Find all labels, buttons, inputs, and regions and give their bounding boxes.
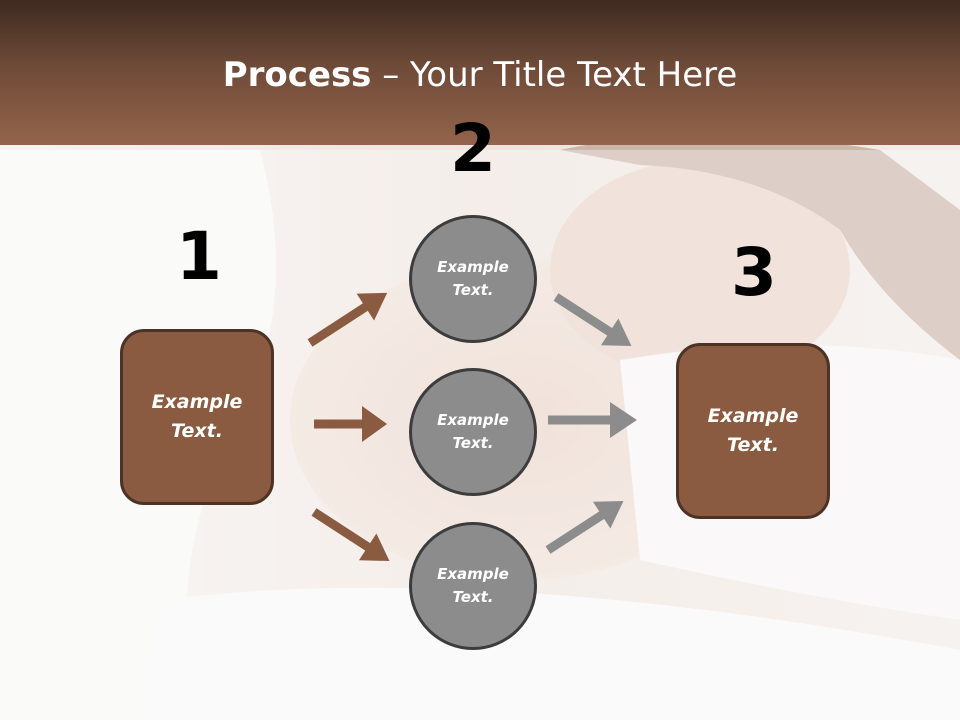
circle-bottom-text: Example Text. <box>437 565 509 606</box>
brown-arrow-down <box>311 508 390 562</box>
title-rest: – Your Title Text Here <box>371 55 738 95</box>
brown-arrow-up <box>307 292 388 347</box>
step-3-text: Example Text. <box>707 405 799 456</box>
brown-arrow-right <box>314 406 387 442</box>
step-2-circle-bottom: Example Text. <box>409 522 537 650</box>
step-1-box: Example Text. <box>120 329 274 505</box>
circle-middle-text: Example Text. <box>437 411 509 452</box>
title-bold: Process <box>222 55 372 95</box>
step-3-box: Example Text. <box>676 343 830 519</box>
step-2-circle-top: Example Text. <box>409 215 537 343</box>
gray-arrow-up <box>545 500 624 554</box>
slide-title: Process – Your Title Text Here <box>0 52 960 98</box>
step-number-2: 2 <box>450 110 496 187</box>
step-number-1: 1 <box>176 218 222 295</box>
step-1-text: Example Text. <box>151 391 243 442</box>
title-bar: Process – Your Title Text Here <box>0 0 960 145</box>
step-2-circle-middle: Example Text. <box>409 368 537 496</box>
gray-arrow-right <box>548 402 637 438</box>
circle-top-text: Example Text. <box>437 258 509 299</box>
gray-arrow-down <box>553 293 632 347</box>
step-number-3: 3 <box>731 234 777 311</box>
